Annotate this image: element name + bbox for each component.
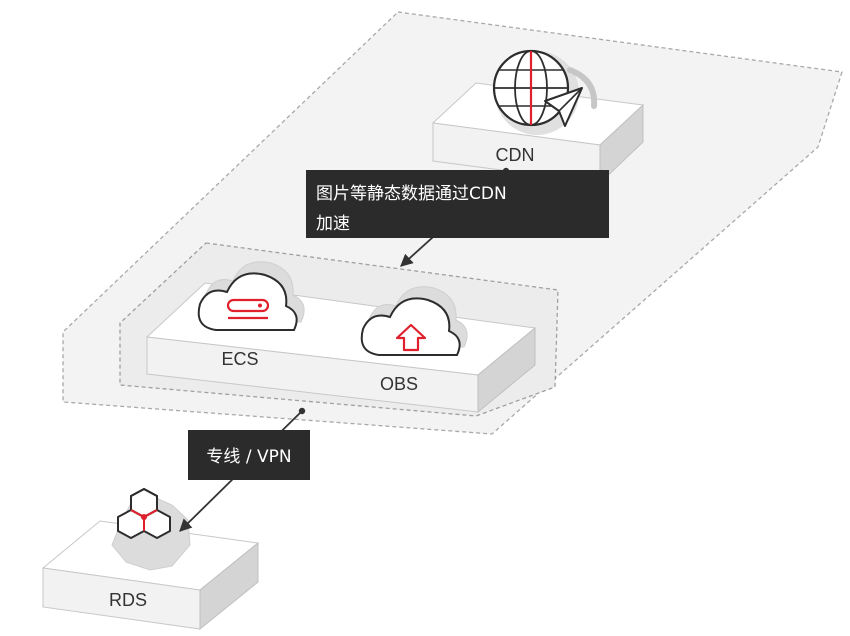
ecs-cloud-icon <box>197 261 305 331</box>
obs-label: OBS <box>380 374 418 394</box>
tag-dedicated-line-vpn: 专线 / VPN <box>188 430 310 480</box>
globe-icon <box>492 49 579 135</box>
upload-arrow-icon <box>395 323 427 352</box>
send-arrow-icon <box>544 67 598 127</box>
cdn-label: CDN <box>496 145 535 165</box>
ecs-label: ECS <box>221 349 258 369</box>
rds-label: RDS <box>109 590 147 610</box>
cdn-acceleration-line-1: 图片等静态数据通过CDN <box>316 184 507 204</box>
tag-cdn-acceleration: 图片等静态数据通过CDN 加速 <box>306 170 609 238</box>
server-icon <box>226 298 270 320</box>
dedicated-line-vpn-text: 专线 / VPN <box>206 447 291 467</box>
cdn-acceleration-line-2: 加速 <box>316 214 350 234</box>
database-cluster-icon <box>111 488 191 571</box>
